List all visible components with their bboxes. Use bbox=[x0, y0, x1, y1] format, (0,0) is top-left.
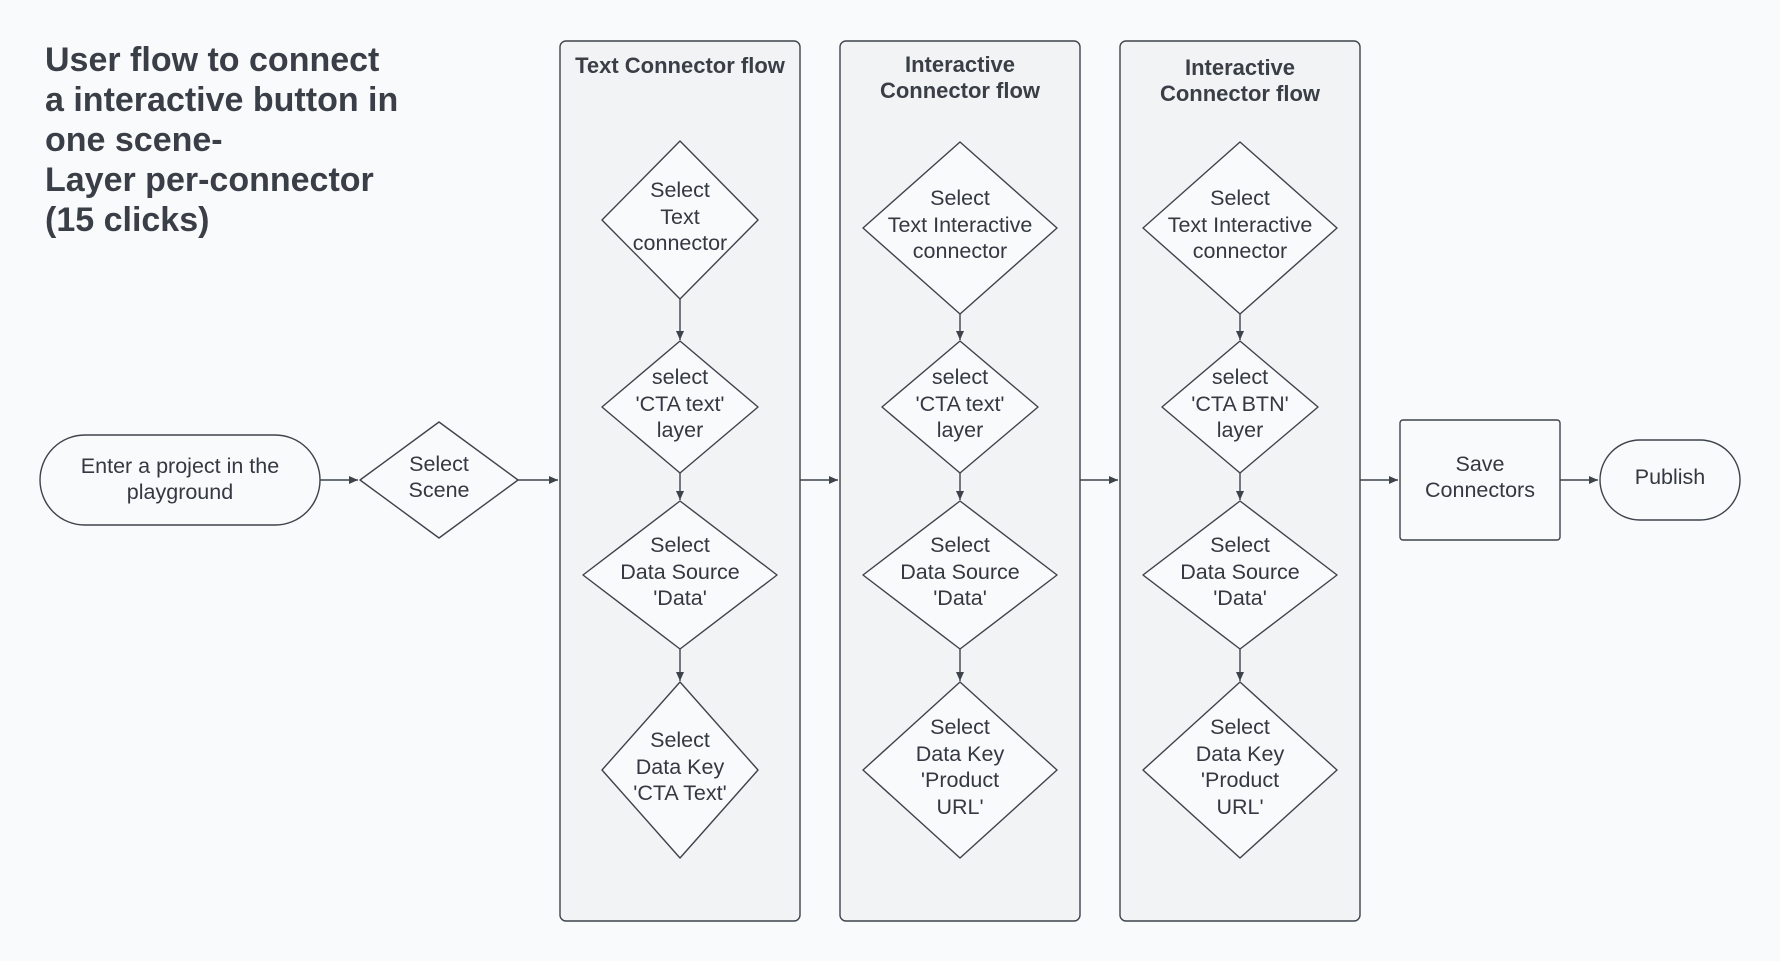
lane-3-title-line-2: Connector flow bbox=[1159, 81, 1321, 106]
lane-3-step-3-diamond bbox=[1142, 500, 1338, 650]
lane-1-step-1-label-line-1: Select bbox=[650, 178, 710, 203]
publish-terminator bbox=[1599, 439, 1741, 521]
lane-2-step-4-label-line-1: Select bbox=[930, 715, 990, 739]
lane-1-step-1-label-line-3: connector bbox=[632, 231, 728, 256]
lane-2-step-1-label-line-1: Select bbox=[930, 186, 990, 211]
lane-1-step-4-diamond bbox=[601, 681, 759, 859]
lane-3-step-3-label-line-3: 'Data' bbox=[1213, 586, 1267, 611]
lane-2-step-2-label-line-1: select bbox=[931, 365, 989, 390]
title-line-2: a interactive button in bbox=[45, 81, 399, 119]
lane-3-step-2-label-line-3: layer bbox=[1216, 418, 1264, 443]
lane-1-title: Text Connector flow bbox=[565, 53, 795, 79]
lane-2-step-1-label-line-2: Text Interactive bbox=[887, 212, 1033, 237]
start-label-line-1: Enter a project in the bbox=[80, 453, 280, 478]
lane-2-title-line-1: Interactive bbox=[904, 52, 1016, 77]
lane-2-step-3-label-line-1: Select bbox=[930, 533, 990, 558]
save-connectors-label-line-2: Connectors bbox=[1425, 478, 1535, 502]
lane-3-step-1-diamond bbox=[1142, 141, 1338, 315]
lane-3-step-2-label-line-2: 'CTA BTN' bbox=[1191, 391, 1289, 416]
title-line-1: User flow to connect bbox=[45, 41, 380, 79]
publish-label: Publish bbox=[1605, 457, 1735, 497]
lane-1-step-4-label-line-3: 'CTA Text' bbox=[633, 781, 727, 806]
lane-1-step-3-diamond bbox=[582, 500, 778, 650]
lane-2-step-2-label-line-2: 'CTA text' bbox=[915, 391, 1005, 416]
select-scene-label-line-2: Scene bbox=[408, 478, 470, 502]
title-line-3: one scene- bbox=[45, 121, 223, 159]
lane-1-step-1-diamond bbox=[601, 140, 759, 300]
lane-2-step-4-diamond bbox=[862, 681, 1058, 859]
lane-3-step-3-label-line-1: Select bbox=[1210, 533, 1270, 558]
lane-1-step-2-label: select'CTA text'layer bbox=[612, 362, 748, 446]
lane-1-step-2-label-line-1: select bbox=[651, 365, 709, 390]
save-connectors-label-line-1: Save bbox=[1455, 451, 1505, 476]
lane-3-step-2-label-line-1: select bbox=[1211, 365, 1269, 390]
lane-3-step-4-label-line-1: Select bbox=[1210, 715, 1270, 739]
start-terminator bbox=[39, 434, 321, 526]
lane-2-step-3-label-line-3: 'Data' bbox=[933, 586, 987, 611]
lane-3-step-4-diamond bbox=[1142, 681, 1338, 859]
lane-1-step-3-label-line-1: Select bbox=[650, 533, 710, 558]
lane-2-title-line-2: Connector flow bbox=[879, 78, 1041, 103]
lane-2-step-2-diamond bbox=[881, 340, 1039, 474]
lane-1-step-1-label-line-2: Text bbox=[660, 204, 700, 229]
lane-2-step-4-label-line-3: 'Product bbox=[920, 768, 1000, 792]
lane-2-step-3-label-line-2: Data Source bbox=[900, 559, 1020, 584]
lane-2-step-1-diamond bbox=[862, 141, 1058, 315]
lane-3-step-2-label: select'CTA BTN'layer bbox=[1172, 362, 1308, 446]
diagram-title: User flow to connect a interactive butto… bbox=[45, 40, 445, 240]
lane-2-step-2-label: select'CTA text'layer bbox=[892, 362, 1028, 446]
lane-2-step-3-diamond bbox=[862, 500, 1058, 650]
title-line-4: Layer per-connector bbox=[45, 161, 374, 199]
lane-1-step-3-label-line-3: 'Data' bbox=[653, 586, 707, 611]
title-line-5: (15 clicks) bbox=[45, 201, 210, 239]
lane-3-step-4-label-line-4: URL' bbox=[1216, 794, 1264, 819]
lane-3-step-1-label-line-3: connector bbox=[1192, 239, 1288, 264]
lane-1-step-4-label-line-2: Data Key bbox=[635, 754, 725, 779]
lane-2-step-2-label-line-3: layer bbox=[936, 418, 984, 443]
lane-3-step-3-label-line-2: Data Source bbox=[1180, 559, 1300, 584]
lane-3-step-1-label-line-1: Select bbox=[1210, 186, 1270, 211]
lane-3-title-line-1: Interactive bbox=[1184, 55, 1296, 80]
lane-3-step-1-label-line-2: Text Interactive bbox=[1167, 212, 1313, 237]
save-connectors-box bbox=[1399, 419, 1561, 541]
lane-2-step-4-label-line-2: Data Key bbox=[915, 741, 1005, 766]
lane-1-step-4-label-line-1: Select bbox=[650, 728, 710, 753]
publish-label-line-1: Publish bbox=[1634, 464, 1706, 489]
lane-3-step-4-label-line-3: 'Product bbox=[1200, 768, 1280, 792]
lane-2-step-1-label-line-3: connector bbox=[912, 239, 1008, 264]
lane-3-step-4-label-line-2: Data Key bbox=[1195, 741, 1285, 766]
select-scene-diamond bbox=[359, 421, 519, 539]
lane-1-step-3-label-line-2: Data Source bbox=[620, 559, 740, 584]
lane-2-step-4-label-line-4: URL' bbox=[936, 794, 984, 819]
select-scene-label-line-1: Select bbox=[409, 451, 469, 476]
lane-1-step-2-label-line-2: 'CTA text' bbox=[635, 391, 725, 416]
lane-1-title-line-1: Text Connector flow bbox=[575, 53, 785, 78]
lane-1-step-2-label-line-3: layer bbox=[656, 418, 704, 443]
lane-1-step-2-diamond bbox=[601, 340, 759, 474]
start-label-line-2: playground bbox=[126, 480, 234, 504]
lane-3-step-2-diamond bbox=[1161, 340, 1319, 474]
